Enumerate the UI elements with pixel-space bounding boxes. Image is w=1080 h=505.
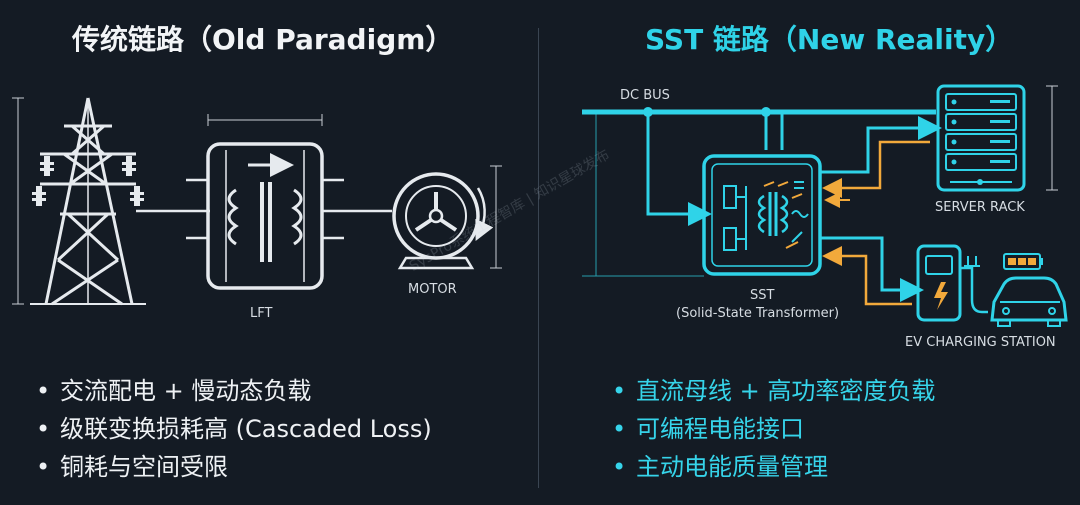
list-item: •交流配电 + 慢动态负载 [36,377,312,405]
server-rack-icon [936,84,1026,192]
lft-transformer-icon [206,142,324,290]
bus-to-sst-links [646,112,784,226]
list-item: •铜耗与空间受限 [36,453,228,481]
sst-to-rack-links [820,116,942,208]
bullet-text: 铜耗与空间受限 [60,453,228,481]
sst-label: SST [750,288,775,303]
list-item: •主动电能质量管理 [612,453,828,481]
panel-divider [538,28,539,488]
motor-label: MOTOR [408,282,457,297]
sst-left-dimension [582,112,704,277]
sst-full-label: (Solid-State Transformer) [676,306,840,321]
height-dimension-line [12,97,24,305]
right-bullet-list: •直流母线 + 高功率密度负载 •可编程电能接口 •主动电能质量管理 [612,372,935,486]
server-rack-dimension [1046,85,1058,191]
ev-car-icon [990,276,1068,327]
bullet-text: 直流母线 + 高功率密度负载 [636,377,936,405]
server-rack-label: SERVER RACK [935,200,1025,215]
bullet-text: 交流配电 + 慢动态负载 [60,377,312,405]
sst-orange-marks [763,181,803,249]
motor-icon [392,172,494,270]
motor-height-dimension [490,165,502,269]
bullet-text: 级联变换损耗高 (Cascaded Loss) [60,415,432,443]
battery-icon [1003,253,1043,270]
left-bullet-list: •交流配电 + 慢动态负载 •级联变换损耗高 (Cascaded Loss) •… [36,372,432,486]
server-rack-leds [951,99,1010,185]
ev-charger-icon [916,244,988,322]
bullet-text: 主动电能质量管理 [636,453,828,481]
list-item: •可编程电能接口 [612,415,804,443]
list-item: •级联变换损耗高 (Cascaded Loss) [36,415,432,443]
ev-station-label: EV CHARGING STATION [905,335,1056,350]
dc-bus-label: DC BUS [620,88,670,103]
transmission-tower-icon [30,97,146,306]
list-item: •直流母线 + 高功率密度负载 [612,377,936,405]
left-panel-title: 传统链路（Old Paradigm） [72,23,454,56]
sst-module-icon [702,154,822,276]
lft-width-dimension [207,114,323,126]
right-panel-title: SST 链路（New Reality） [645,23,1014,56]
ac-feed-wires [136,178,210,240]
insulator-icons [32,156,144,206]
lft-label: LFT [250,306,273,321]
bullet-text: 可编程电能接口 [636,415,804,443]
sst-to-ev-links [820,236,924,306]
motor-feed-wires [322,178,392,240]
lightning-icon [934,282,948,310]
